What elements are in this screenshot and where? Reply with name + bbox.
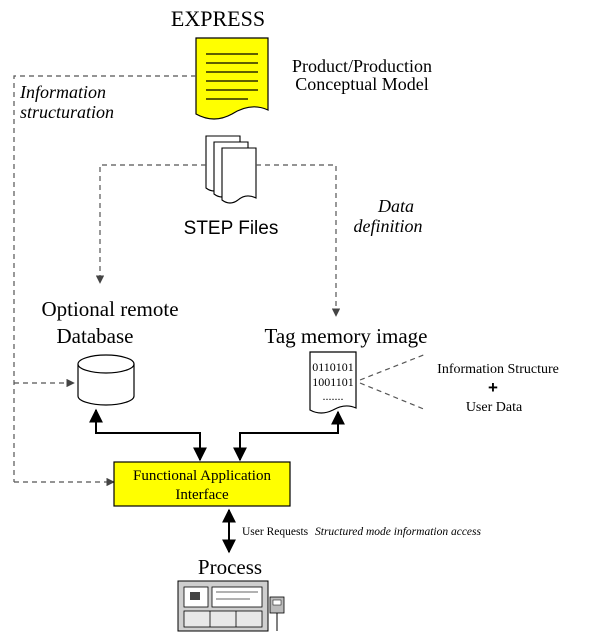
- fai-label-line1: Functional Application: [133, 468, 271, 484]
- plus-sign: +: [488, 378, 498, 397]
- dashed-arrow-to-remote-database: [95, 164, 206, 284]
- data-definition-line1: Data: [377, 196, 414, 216]
- info-structure-label: Information Structure: [437, 362, 559, 377]
- express-title: EXPRESS: [171, 6, 265, 31]
- tag-bits-line1: 0110101: [312, 360, 354, 374]
- process-machine-icon: [177, 580, 285, 632]
- functional-application-interface-box: [113, 461, 291, 507]
- tag-bits-line3: .......: [323, 389, 344, 403]
- remote-database-label-line1: Optional remote: [41, 297, 178, 321]
- dashed-line-to-user-data: [359, 382, 427, 411]
- model-label-line2: Conceptual Model: [295, 74, 428, 94]
- step-files-icon: [205, 135, 257, 204]
- arrow-database-to-fai: [89, 408, 207, 462]
- tag-memory-label: Tag memory image: [265, 324, 428, 348]
- remote-database-label-line2: Database: [57, 324, 134, 348]
- step-files-label: STEP Files: [184, 218, 279, 239]
- information-structuration-path: [13, 75, 196, 482]
- tag-bits-line2: 1001101: [312, 375, 354, 389]
- database-cylinder-icon: [77, 354, 135, 406]
- model-label-line1: Product/Production: [292, 56, 432, 76]
- process-label: Process: [198, 555, 262, 579]
- fai-label-line2: Interface: [175, 487, 229, 503]
- data-definition-line2: definition: [354, 216, 423, 236]
- info-structuration-line1: Information: [19, 82, 106, 102]
- express-document-icon: [195, 37, 269, 120]
- dashed-line-to-info-structure: [359, 353, 427, 381]
- arrow-tag-memory-to-fai: [233, 410, 345, 462]
- user-requests-label: User Requests Structured mode informatio…: [242, 526, 482, 538]
- info-structuration-line2: structuration: [20, 102, 114, 122]
- dashed-arrow-to-tag-memory: [256, 164, 341, 317]
- user-data-label: User Data: [466, 400, 523, 415]
